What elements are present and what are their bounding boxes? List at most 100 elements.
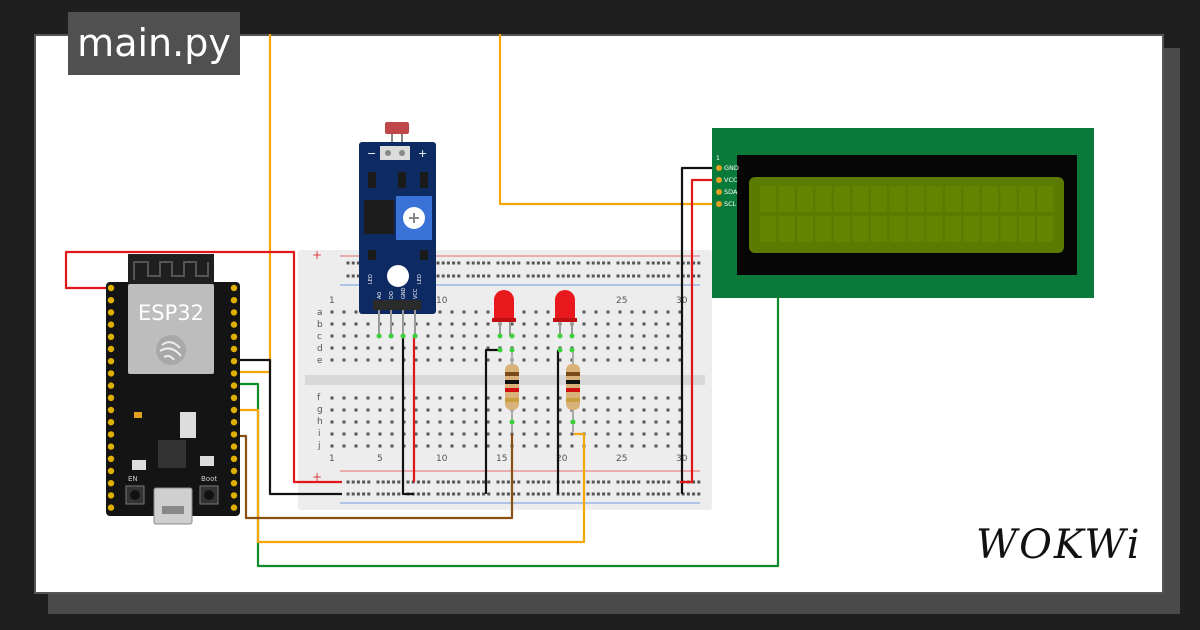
breadboard-hole — [570, 432, 574, 436]
rail-hole — [536, 492, 540, 496]
esp32-pin-right — [230, 394, 238, 401]
rail-hole — [441, 274, 445, 278]
rail-hole — [621, 274, 625, 278]
row-label-a: a — [317, 308, 323, 318]
breadboard-hole — [366, 322, 370, 326]
row-label-d: d — [317, 344, 323, 354]
breadboard-hole — [486, 334, 490, 338]
resistor-1-band — [505, 388, 519, 392]
led-2-dot — [557, 333, 563, 339]
breadboard-hole — [510, 322, 514, 326]
file-tab-main-py[interactable]: main.py — [68, 12, 240, 75]
breadboard-hole — [330, 444, 334, 448]
breadboard-hole — [462, 310, 466, 314]
breadboard-hole — [342, 420, 346, 424]
rail-hole — [427, 492, 431, 496]
rail-hole — [632, 261, 636, 265]
ldr-sensor-module[interactable]: − + LED LED AO DO GND VCC — [359, 122, 436, 339]
ldr-mount-hole-icon — [387, 265, 409, 287]
breadboard-hole — [414, 432, 418, 436]
wire-black-gnd[interactable] — [238, 358, 342, 496]
lcd-character-cell — [834, 186, 850, 212]
wire-orange-esp-top[interactable] — [240, 34, 272, 374]
rail-hole — [416, 492, 420, 496]
photoresistor[interactable] — [385, 122, 409, 134]
esp32-pin-right — [230, 358, 238, 365]
breadboard-hole — [474, 444, 478, 448]
led-1[interactable] — [492, 290, 516, 353]
wire-red-lcd-vcc[interactable] — [680, 178, 716, 484]
breadboard-hole — [486, 408, 490, 412]
breadboard-hole — [366, 358, 370, 362]
ldr-resistor-smd — [420, 172, 428, 188]
breadboard-hole — [642, 432, 646, 436]
breadboard-hole — [462, 444, 466, 448]
rail-hole — [656, 261, 660, 265]
rail-hole — [616, 492, 620, 496]
esp32-pin-right — [230, 321, 238, 328]
wire-black-ldr-gnd[interactable] — [401, 336, 414, 496]
wire-orange-led2[interactable] — [236, 408, 586, 544]
rail-hole — [436, 274, 440, 278]
breadboard-hole — [678, 420, 682, 424]
rail-hole — [556, 274, 560, 278]
breadboard-hole — [390, 396, 394, 400]
breadboard-hole — [654, 432, 658, 436]
breadboard-hole — [450, 358, 454, 362]
rail-hole — [476, 274, 480, 278]
esp32-regulator — [180, 412, 196, 438]
lcd-character-cell — [926, 186, 943, 212]
rail-hole — [517, 480, 521, 484]
rail-hole — [512, 480, 516, 484]
resistor-2-band — [566, 398, 580, 402]
breadboard-hole — [474, 334, 478, 338]
wire-black-lcd-gnd[interactable] — [680, 166, 716, 494]
breadboard-hole — [474, 408, 478, 412]
led-2-rim — [553, 318, 577, 322]
breadboard-hole — [462, 408, 466, 412]
wire-red-3v3[interactable] — [64, 250, 342, 484]
esp32-board[interactable]: ESP32 EN Boot — [106, 254, 240, 525]
led-2-dot — [569, 333, 575, 339]
rail-hole — [466, 274, 470, 278]
rail-hole — [616, 261, 620, 265]
breadboard-hole — [366, 346, 370, 350]
breadboard-hole — [378, 346, 382, 350]
breadboard-hole — [438, 420, 442, 424]
wire-brown-led1[interactable] — [236, 434, 514, 520]
esp32-pin-right — [230, 333, 238, 340]
rail-hole — [676, 261, 680, 265]
lcd-character-cells — [760, 186, 1054, 242]
rail-hole — [651, 492, 655, 496]
breadboard-hole — [606, 432, 610, 436]
led-2-body — [555, 290, 575, 320]
rail-hole — [526, 274, 530, 278]
lcd-character-cell — [815, 216, 832, 242]
rail-hole — [517, 492, 521, 496]
breadboard-hole — [594, 358, 598, 362]
breadboard-hole — [654, 322, 658, 326]
resistor-1[interactable] — [505, 352, 519, 432]
breadboard-hole — [486, 396, 490, 400]
rail-hole — [381, 492, 385, 496]
wire-orange-lcd-scl[interactable] — [498, 34, 716, 206]
rail-hole — [697, 492, 701, 496]
rail-hole — [406, 480, 410, 484]
breadboard-hole — [534, 322, 538, 326]
rail-hole — [607, 480, 611, 484]
breadboard-hole — [618, 334, 622, 338]
resistor-2[interactable] — [566, 352, 580, 432]
rail-hole — [526, 492, 530, 496]
breadboard-hole — [582, 334, 586, 338]
rail-plus-bottom: + — [312, 470, 322, 484]
breadboard-hole — [438, 346, 442, 350]
lcd-1602-display[interactable]: 1 GND VCC SDA SCL — [712, 128, 1094, 298]
rail-hole — [441, 492, 445, 496]
led-2[interactable] — [553, 290, 577, 353]
ldr-resistor-smd — [398, 172, 406, 188]
esp32-pin-right — [230, 297, 238, 304]
col-label-top-1: 1 — [329, 296, 335, 306]
wire-black-led1-gnd[interactable] — [484, 348, 498, 494]
breadboard-hole — [618, 310, 622, 314]
